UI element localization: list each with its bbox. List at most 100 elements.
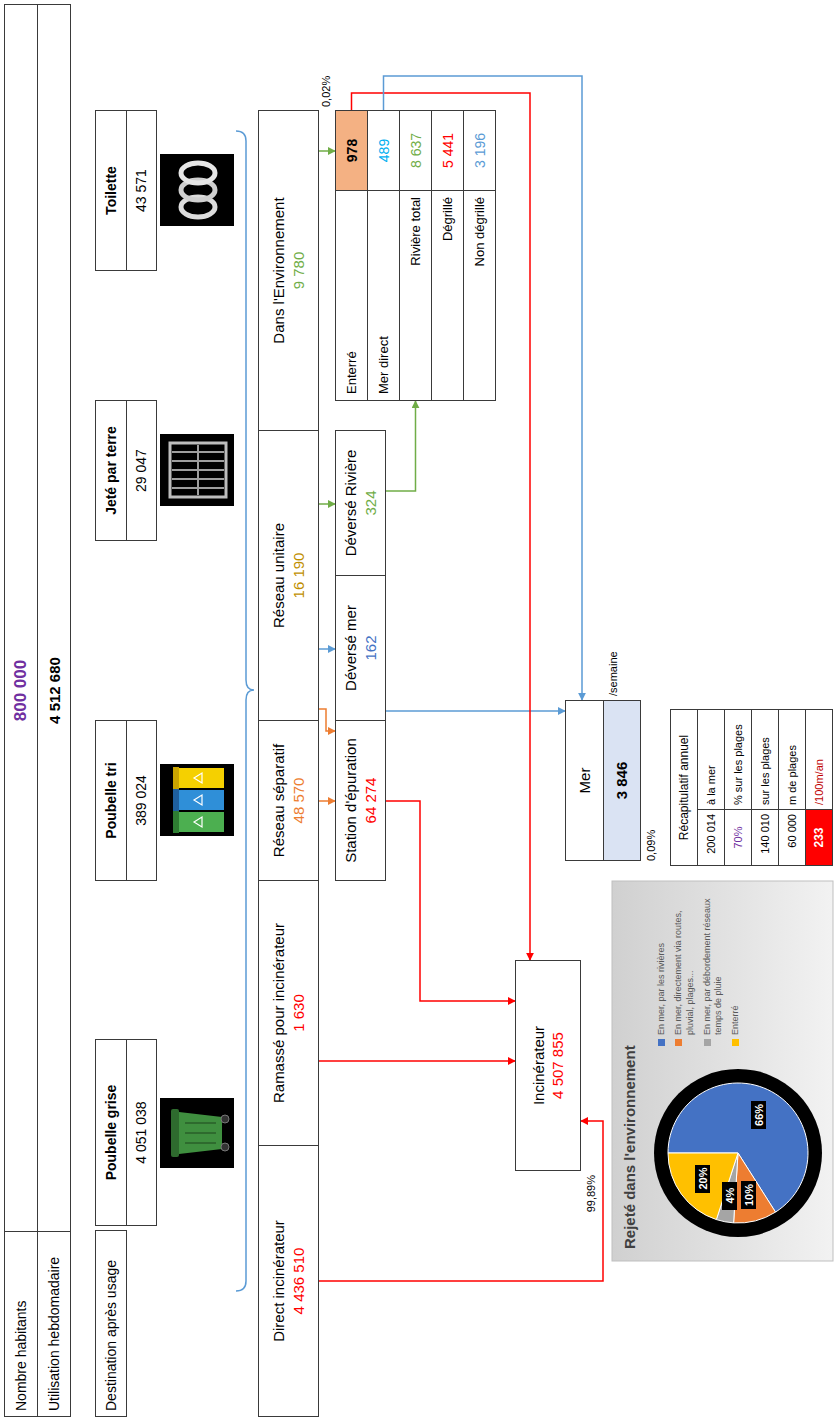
node-label: Déversé Rivière: [341, 431, 361, 575]
legend-text: Enterré: [730, 1005, 741, 1035]
node-label: Toilette: [96, 111, 127, 270]
node-value: 64 274: [361, 721, 381, 880]
node-label: Dans l'Environnement: [269, 111, 289, 430]
node-value: 162: [361, 576, 381, 720]
legend-swatch: [675, 1039, 682, 1046]
chart-title: Rejeté dans l'environnement: [617, 949, 641, 1249]
flow-box: Déversé Rivière324: [335, 430, 386, 576]
flow-arrow: [386, 801, 515, 1001]
unit-note: /semaine: [604, 634, 622, 696]
flow-arrow: [319, 648, 335, 650]
node-label: Poubelle grise: [96, 1040, 127, 1225]
node-label: Non dégrillé: [464, 191, 495, 400]
table-cell: /100m/an: [805, 709, 833, 810]
node-value: 4 512 680: [38, 5, 70, 1231]
flow-box: Direct incinérateur4 436 510: [258, 1145, 319, 1417]
flow-box: Station d'épuration64 274: [335, 720, 386, 881]
brace: [236, 131, 254, 1291]
node-value: 43 571: [127, 111, 157, 270]
legend-text: En mer, directement via routes, pluvial,…: [673, 886, 696, 1035]
node-label: Station d'épuration: [341, 721, 361, 880]
node-value: 4 507 855: [548, 961, 568, 1170]
pie-slice: [668, 1153, 738, 1220]
table-cell: 60 000: [778, 809, 806, 866]
node-value: 16 190: [289, 431, 309, 720]
sorting-bins-icon: [160, 764, 234, 836]
table-cell: sur les plages: [751, 709, 779, 810]
header-row: Nombre habitants800 000: [4, 4, 38, 1417]
pie-slice: [734, 1153, 776, 1223]
slice-label: 66%: [751, 1101, 766, 1129]
legend-swatch: [658, 1039, 665, 1046]
table-row: Enterré978: [335, 110, 368, 401]
chart-legend: En mer, par les rivières En mer, directem…: [656, 886, 742, 1046]
node-label: Direct incinérateur: [269, 1146, 289, 1416]
node-value: 9 780: [289, 111, 309, 430]
node-value: 389 024: [127, 721, 157, 880]
node-value: 489: [368, 111, 399, 191]
chart-shadow: [654, 1069, 822, 1237]
table-cell: 70%: [724, 809, 752, 866]
chart-panel: [612, 881, 833, 1261]
flow-box: Réseau unitaire16 190: [258, 430, 319, 721]
sink-box: Mer3 846: [565, 700, 641, 861]
table-cell: 233: [805, 809, 833, 866]
node-label: Jeté par terre: [96, 401, 127, 540]
flow-box: Dans l'Environnement9 780: [258, 110, 319, 431]
table-cell: % sur les plages: [724, 709, 752, 810]
node-value: 978: [336, 111, 367, 191]
node-value: 4 436 510: [289, 1146, 309, 1416]
node-label: Mer: [566, 701, 603, 860]
node-value: 1 630: [289, 881, 309, 1145]
table-row: Dégrillé5 441: [431, 110, 464, 401]
legend-swatch: [732, 1039, 739, 1046]
node-label: Mer direct: [368, 191, 399, 400]
grey-bin-icon: [160, 1098, 234, 1168]
node-label: Rivière total: [400, 191, 431, 400]
node-value: 4 051 038: [127, 1040, 157, 1225]
legend-swatch: [704, 1039, 711, 1046]
legend-text: En mer, par débordement réseaux temps de…: [702, 886, 725, 1035]
flow-arrow: [386, 401, 416, 491]
node-label: Destination après usage: [96, 1231, 126, 1416]
flow-arrow: [319, 1060, 515, 1062]
node-label: Enterré: [336, 191, 367, 400]
slice-label: 10%: [741, 1181, 756, 1209]
node-label: Ramassé pour incinérateur: [269, 881, 289, 1145]
category-box: Toilette43 571: [95, 110, 157, 271]
flow-arrow: [319, 503, 335, 505]
node-value: 3 846: [603, 701, 641, 860]
flow-arrow: [386, 710, 565, 712]
header-row: Utilisation hebdomadaire4 512 680: [37, 4, 71, 1417]
flow-arrow: [384, 76, 583, 700]
slice-label: 20%: [695, 1165, 710, 1193]
toilet-paper-icon: [160, 154, 234, 226]
legend-item: En mer, par les rivières: [656, 886, 667, 1046]
legend-item: En mer, directement via routes, pluvial,…: [673, 886, 696, 1046]
table-row: Rivière total8 637: [399, 110, 432, 401]
node-label: Réseau unitaire: [269, 431, 289, 720]
flow-box: Ramassé pour incinérateur1 630: [258, 880, 319, 1146]
node-label: Poubelle tri: [96, 721, 127, 880]
category-box: Jeté par terre29 047: [95, 400, 157, 541]
table-cell: 140 010: [751, 809, 779, 866]
node-value: 5 441: [432, 111, 463, 191]
table-cell: 200 014: [697, 809, 725, 866]
percentage-note: 0,09%: [643, 809, 658, 861]
percentage-note: 99,89%: [583, 1175, 598, 1235]
flow-arrow: [319, 800, 335, 802]
drain-grate-icon: [160, 434, 234, 506]
node-value: 3 196: [464, 111, 495, 191]
table-cell: m de plages: [778, 709, 806, 810]
node-value: 324: [361, 431, 381, 575]
flow-box: Déversé mer162: [335, 575, 386, 721]
legend-item: En mer, par débordement réseaux temps de…: [702, 886, 725, 1046]
legend-item: Enterré: [730, 886, 741, 1046]
node-label: Réseau séparatif: [269, 721, 289, 880]
node-value: 8 637: [400, 111, 431, 191]
flow-arrow: [319, 150, 335, 152]
flow-box: Réseau séparatif48 570: [258, 720, 319, 881]
node-value: 800 000: [5, 5, 37, 1231]
node-label: Déversé mer: [341, 576, 361, 720]
